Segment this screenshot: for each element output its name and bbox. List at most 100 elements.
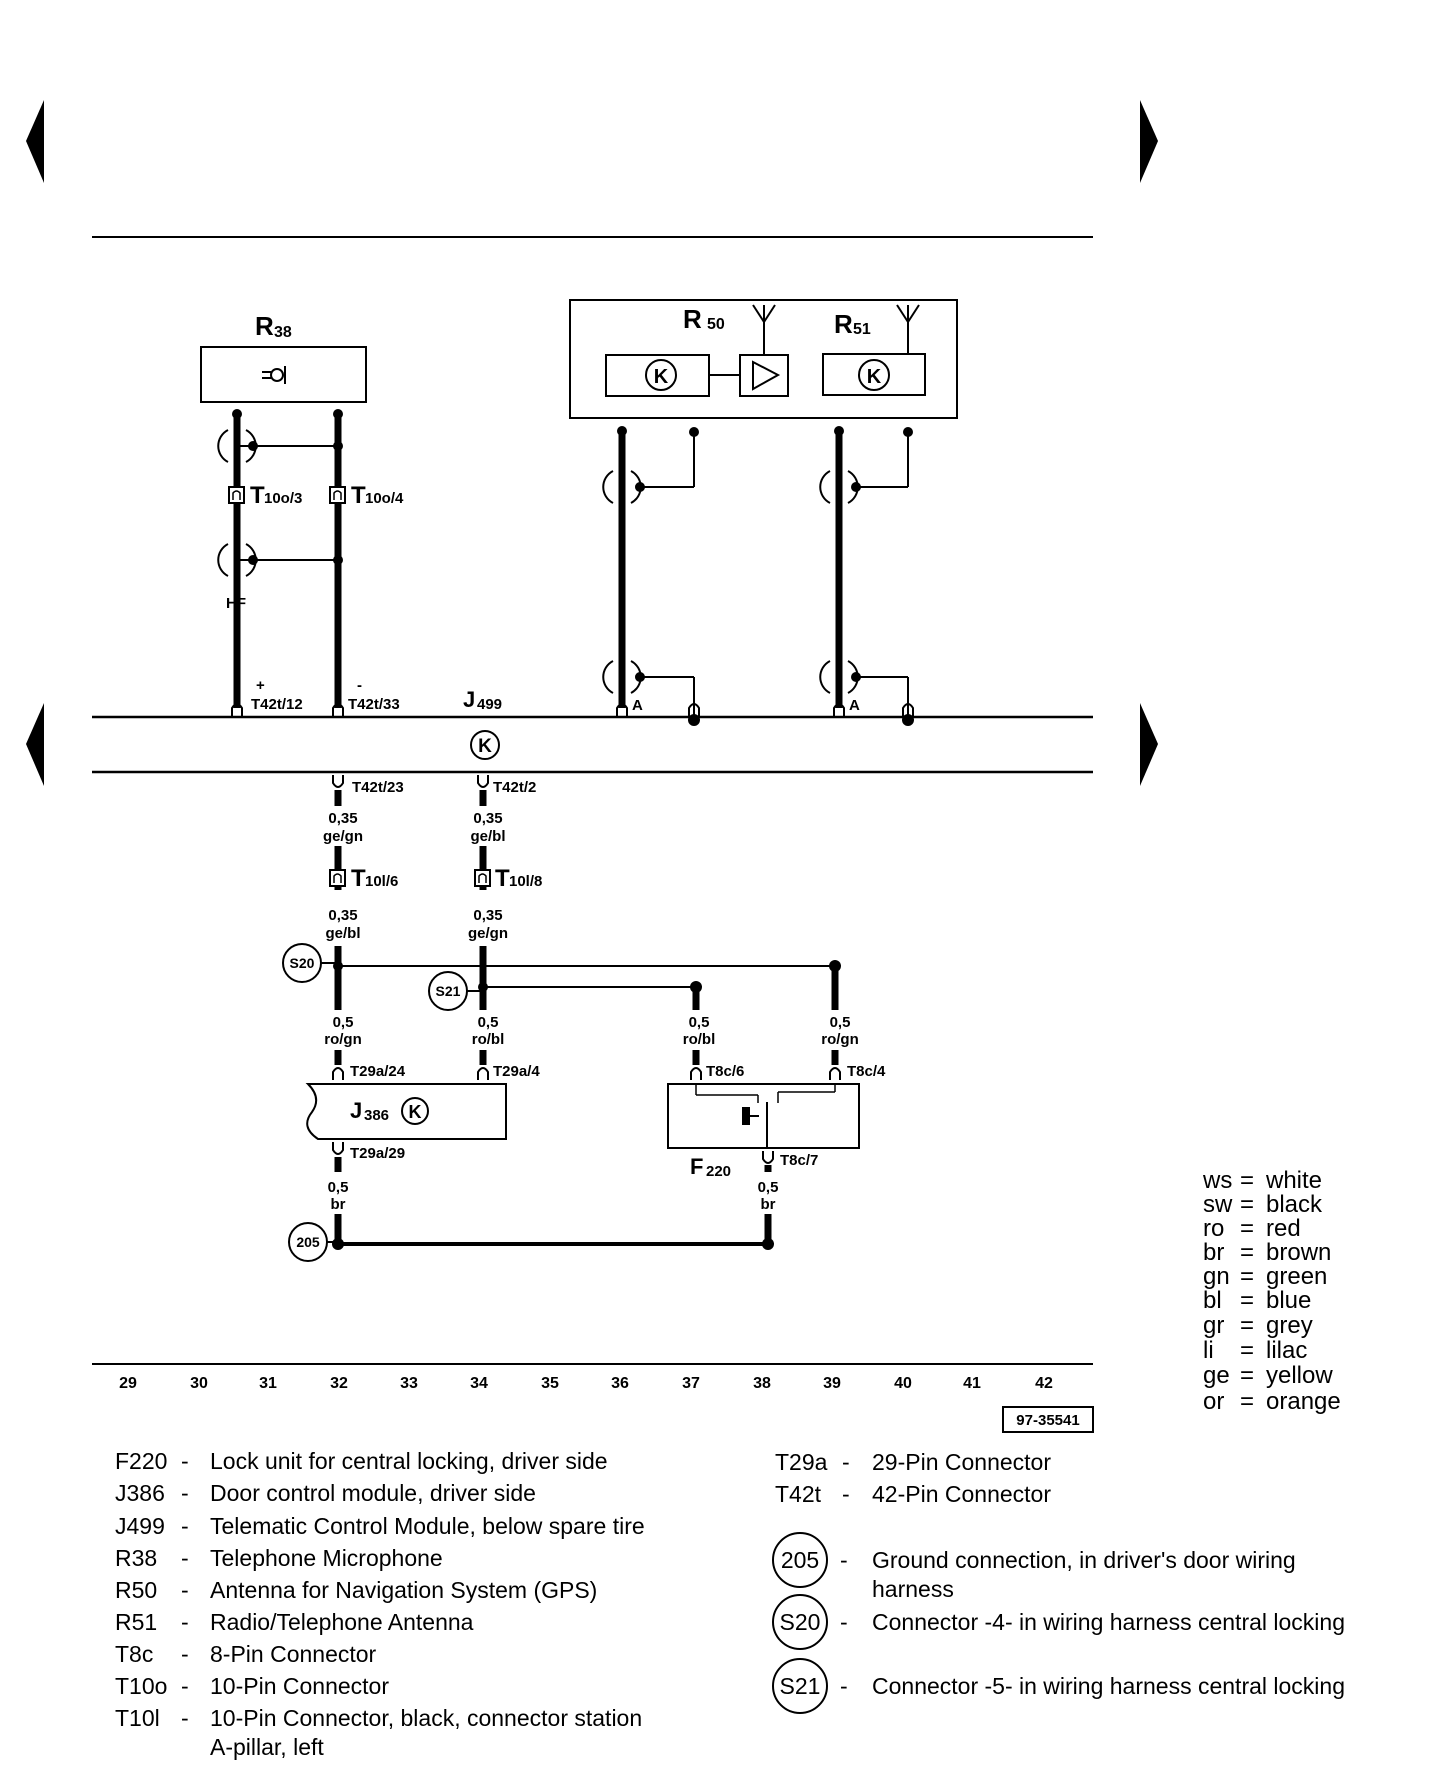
wire5-color: ro/gn bbox=[324, 1031, 362, 1048]
wire2-color: ge/bl bbox=[470, 828, 505, 845]
grid-numbers: 29 30 31 32 33 34 35 36 37 38 39 40 41 4… bbox=[119, 1375, 1053, 1392]
pin-arrow-icon bbox=[332, 775, 489, 788]
splice-symbol bbox=[772, 1594, 828, 1650]
pin-t42t23: T42t/23 bbox=[352, 779, 404, 796]
svg-text:-: - bbox=[181, 1513, 189, 1539]
pin-arrow-icon bbox=[616, 703, 700, 716]
color-code: br bbox=[1203, 1239, 1224, 1266]
legend-code: R51 bbox=[115, 1609, 157, 1635]
connector-t10l8-sub: 10l/8 bbox=[509, 873, 542, 890]
ground-symbol bbox=[772, 1532, 828, 1588]
svg-text:=: = bbox=[1240, 1191, 1254, 1218]
svg-text:-: - bbox=[842, 1449, 850, 1475]
figure-id-box bbox=[1002, 1406, 1094, 1433]
pin-t42t33: T42t/33 bbox=[348, 696, 400, 713]
legend-desc: A-pillar, left bbox=[210, 1734, 324, 1760]
svg-text:220: 220 bbox=[706, 1163, 731, 1180]
legend-desc: Lock unit for central locking, driver si… bbox=[210, 1448, 608, 1474]
r50-label: R 50 bbox=[683, 304, 725, 334]
r51-label: R 51 bbox=[834, 309, 871, 339]
svg-text:R: R bbox=[255, 311, 274, 341]
wire9-size: 0,5 bbox=[328, 1179, 349, 1196]
svg-text:=: = bbox=[1240, 1263, 1254, 1290]
color-name: grey bbox=[1266, 1312, 1313, 1339]
prev-page-arrow-middle[interactable] bbox=[26, 703, 44, 786]
color-code: gr bbox=[1203, 1312, 1224, 1339]
legend-code: T10o bbox=[115, 1673, 167, 1699]
svg-text:=: = bbox=[1240, 1239, 1254, 1266]
color-key: ws=white sw=black ro=red br=brown gn=gre… bbox=[1202, 1167, 1341, 1415]
legend-left: F220-Lock unit for central locking, driv… bbox=[115, 1448, 645, 1760]
legend-desc: Radio/Telephone Antenna bbox=[210, 1609, 474, 1635]
grid-number: 40 bbox=[894, 1375, 912, 1392]
grid-number: 29 bbox=[119, 1375, 137, 1392]
r38-label: R 38 bbox=[255, 311, 292, 341]
svg-text:50: 50 bbox=[707, 316, 725, 333]
pin-t8c7: T8c/7 bbox=[780, 1152, 818, 1169]
junction-dot bbox=[478, 982, 488, 992]
legend-desc: Ground connection, in driver's door wiri… bbox=[872, 1547, 1296, 1573]
next-page-arrow-top[interactable] bbox=[1140, 100, 1158, 183]
grid-number: 32 bbox=[330, 1375, 348, 1392]
legend-code: T42t bbox=[775, 1481, 822, 1507]
svg-text:K: K bbox=[409, 1102, 422, 1122]
svg-text:R: R bbox=[834, 309, 853, 339]
junction-dot bbox=[617, 426, 627, 436]
legend-code: J386 bbox=[115, 1480, 165, 1506]
f220-internal-wiring bbox=[695, 1084, 836, 1103]
wire7-size: 0,5 bbox=[689, 1014, 710, 1031]
grid-number: 34 bbox=[470, 1375, 488, 1392]
color-name: white bbox=[1265, 1167, 1322, 1194]
next-page-arrow-middle[interactable] bbox=[1140, 703, 1158, 786]
r50-shield-wire bbox=[640, 432, 695, 717]
svg-text:-: - bbox=[181, 1705, 189, 1731]
wire3-size: 0,35 bbox=[328, 907, 357, 924]
legend-code: R50 bbox=[115, 1577, 157, 1603]
wire4-size: 0,35 bbox=[473, 907, 502, 924]
connector-t10o3-sub: 10o/3 bbox=[264, 490, 302, 507]
j386-label: J 386 bbox=[350, 1098, 389, 1124]
antenna-icon bbox=[752, 304, 776, 355]
shield-icon bbox=[602, 470, 642, 694]
svg-text:-: - bbox=[840, 1547, 848, 1573]
legend-code: R38 bbox=[115, 1545, 157, 1571]
svg-text:-: - bbox=[840, 1609, 848, 1635]
svg-text:-: - bbox=[181, 1448, 189, 1474]
junction-dot bbox=[333, 441, 343, 451]
svg-text:386: 386 bbox=[364, 1107, 389, 1124]
junction-dot bbox=[851, 672, 861, 682]
junction-dot bbox=[333, 961, 343, 971]
wire4-color: ge/gn bbox=[468, 925, 508, 942]
color-name: black bbox=[1266, 1191, 1323, 1218]
f220-box bbox=[667, 1083, 860, 1149]
color-name: brown bbox=[1266, 1239, 1331, 1266]
pin-arrow-icon bbox=[231, 703, 344, 716]
junction-dot bbox=[689, 427, 699, 437]
svg-text:=: = bbox=[1240, 1362, 1254, 1389]
svg-text:=: = bbox=[1240, 1287, 1254, 1314]
junction-dot bbox=[851, 482, 861, 492]
wire3-color: ge/bl bbox=[325, 925, 360, 942]
color-name: lilac bbox=[1266, 1337, 1307, 1364]
wire8-size: 0,5 bbox=[830, 1014, 851, 1031]
wire6-size: 0,5 bbox=[478, 1014, 499, 1031]
control-module-icon: K bbox=[858, 359, 890, 391]
legend-code: T29a bbox=[775, 1449, 828, 1475]
svg-text:-: - bbox=[842, 1481, 850, 1507]
wire8-color: ro/gn bbox=[821, 1031, 859, 1048]
svg-text:K: K bbox=[867, 366, 882, 388]
svg-text:=: = bbox=[1240, 1337, 1254, 1364]
prev-page-arrow-top[interactable] bbox=[26, 100, 44, 183]
pin-arrow-icon bbox=[833, 703, 914, 716]
splice-s20-label: S20 bbox=[290, 955, 315, 971]
wire10-color: br bbox=[761, 1196, 776, 1213]
pin-arrow-icon bbox=[332, 1142, 774, 1164]
r51-module-box bbox=[822, 353, 926, 396]
r51-shield-wire bbox=[856, 432, 909, 717]
junction-dot bbox=[688, 714, 700, 726]
legend-code: J499 bbox=[115, 1513, 165, 1539]
svg-text:R: R bbox=[683, 304, 702, 334]
grid-number: 31 bbox=[259, 1375, 277, 1392]
legend-desc: Antenna for Navigation System (GPS) bbox=[210, 1577, 597, 1603]
svg-text:-: - bbox=[840, 1673, 848, 1699]
